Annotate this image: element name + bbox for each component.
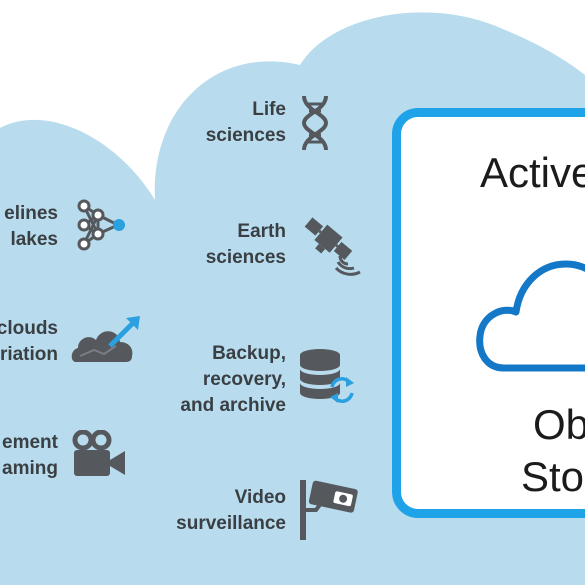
active-archive-panel <box>392 108 585 518</box>
label-line: lakes <box>10 229 58 250</box>
label-backup-recovery-archive: Backup, recovery, and archive <box>180 341 286 419</box>
neural-network-icon <box>77 199 125 251</box>
cloud-migration-icon <box>71 316 140 362</box>
label-line: riation <box>0 344 58 365</box>
satellite-icon <box>304 217 361 276</box>
label-line: clouds <box>0 318 58 339</box>
database-sync-icon <box>300 349 354 403</box>
label-line: elines <box>4 203 58 224</box>
label-line: sciences <box>205 247 286 268</box>
cloud-icon <box>476 260 585 372</box>
panel-subtitle-line1: Ob <box>533 401 585 448</box>
label-line: Backup, <box>212 343 286 364</box>
label-line: Earth <box>237 221 286 242</box>
label-line: surveillance <box>176 513 286 534</box>
panel-title: Active <box>480 149 585 196</box>
label-earth-sciences: Earth sciences <box>206 219 286 271</box>
label-line: sciences <box>205 125 286 146</box>
label-video-surveillance: Video surveillance <box>176 485 286 537</box>
label-life-sciences: Life sciences <box>206 97 286 149</box>
panel-subtitle-line2: Sto <box>521 453 585 500</box>
label-line: Video <box>234 487 286 508</box>
label-line: aming <box>2 458 58 479</box>
security-camera-icon <box>300 480 358 540</box>
label-hybrid-clouds: clouds riation <box>0 316 58 368</box>
label-line: recovery, <box>202 369 286 390</box>
label-line: ement <box>2 432 58 453</box>
video-camera-icon <box>72 430 125 476</box>
dna-icon <box>301 95 329 151</box>
label-media-streaming: ement aming <box>2 430 58 482</box>
label-line: and archive <box>180 395 286 416</box>
label-data-pipelines: elines lakes <box>4 201 58 253</box>
label-line: Life <box>252 99 286 120</box>
